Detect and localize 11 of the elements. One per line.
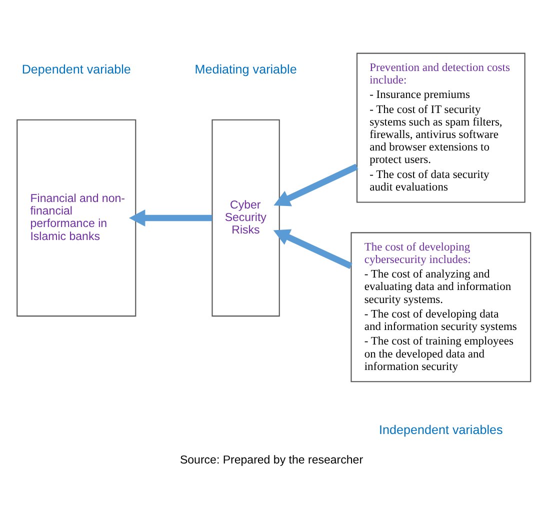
label: Mediating variable xyxy=(194,62,297,76)
node-box: Prevention and detection costs include: - Insurance premiums - The cost of IT security systems such as spam filters, firewalls, antivirus software and browser extensions to protect users. - The cost of data security audit evaluations xyxy=(356,52,526,202)
node-box: The cost of developing cybersecurity includes: - The cost of analyzing and evaluating data and information security systems. - The cost of developing data and information security systems - The cost of training employees on the developed data and information security xyxy=(350,232,532,382)
caption: Source: Prepared by the researcher xyxy=(180,454,364,466)
label: Dependent variable xyxy=(22,62,131,76)
arrow xyxy=(273,228,352,268)
node-box: Financial and non-financial performance in Islamic banks xyxy=(16,118,136,316)
arrow xyxy=(128,208,212,226)
label: Independent variables xyxy=(379,422,503,437)
arrow xyxy=(274,163,358,206)
node-box: Cyber Security Risks xyxy=(212,118,280,316)
